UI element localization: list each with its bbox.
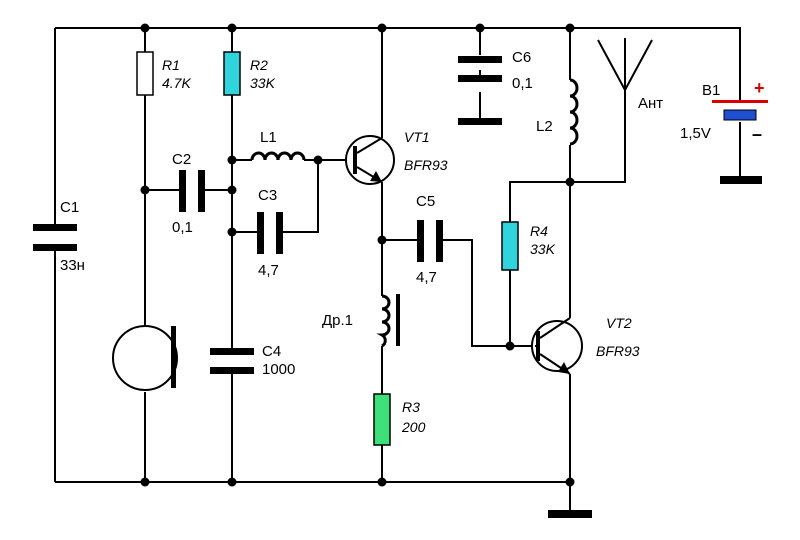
b1-ref-label: B1 — [702, 82, 720, 99]
junction-dots — [140, 23, 575, 487]
microphone[interactable] — [112, 325, 178, 391]
junction-dot — [227, 227, 237, 237]
dr1-ref-label: Др.1 — [322, 312, 353, 329]
l1-ref-label: L1 — [260, 129, 277, 146]
junction-dot — [565, 177, 575, 187]
vt1-transistor-icon — [345, 135, 395, 185]
junction-dot — [227, 185, 237, 195]
vt2-transistor-icon — [531, 320, 583, 372]
c2-value-label: 0,1 — [172, 219, 193, 236]
dr1-coil-icon — [376, 294, 391, 348]
r4-wire — [509, 181, 570, 346]
c5-ref-label: C5 — [416, 193, 435, 210]
r4-body — [501, 221, 519, 271]
transistor-vt1[interactable]: VT1 BFR93 — [345, 129, 448, 185]
inductor-l1[interactable]: L1 — [250, 129, 306, 161]
top-rail-wire — [55, 27, 741, 100]
junction-dot — [227, 23, 237, 33]
c4-ref-label: C4 — [262, 343, 281, 360]
r3-value-label: 200 — [401, 419, 426, 435]
junction-dot — [313, 155, 323, 165]
c4-value-label: 1000 — [262, 361, 295, 378]
antenna-icon — [597, 38, 653, 91]
c5-value-label: 4,7 — [416, 269, 437, 286]
junction-dot — [140, 23, 150, 33]
junction-dot — [565, 23, 575, 33]
l2-ref-label: L2 — [536, 118, 553, 135]
junction-dot — [227, 155, 237, 165]
l2-coil-icon — [569, 78, 579, 146]
battery-minus-plate — [723, 109, 757, 121]
antenna-label: Ант — [638, 95, 663, 112]
capacitor-c1[interactable]: C1 33н — [33, 199, 85, 274]
battery-minus-sign: – — [752, 124, 762, 144]
capacitor-c5[interactable]: C5 4,7 — [416, 193, 443, 286]
vt1-ref-label: VT1 — [404, 129, 430, 145]
c6-value-label: 0,1 — [512, 75, 533, 92]
resistor-r3[interactable]: R3 200 — [373, 393, 426, 446]
c1-ref-label: C1 — [60, 199, 79, 216]
vt2-type-label: BFR93 — [596, 343, 640, 359]
r2-value-label: 33K — [250, 75, 276, 91]
junction-dot — [377, 235, 387, 245]
capacitor-c6[interactable]: C6 0,1 — [458, 49, 533, 125]
vt2-ref-label: VT2 — [606, 315, 632, 331]
junction-dot — [377, 23, 387, 33]
r3-body — [373, 393, 391, 446]
r2-ref-label: R2 — [250, 57, 268, 73]
battery-plus-sign: + — [754, 78, 765, 98]
junction-dot — [140, 477, 150, 487]
resistor-r4[interactable]: R4 33K — [501, 221, 556, 271]
antenna-wire — [570, 90, 626, 183]
r4-value-label: 33K — [530, 241, 556, 257]
capacitor-c4[interactable]: C4 1000 — [210, 343, 295, 378]
resistor-r1[interactable]: R1 4.7K — [136, 51, 191, 96]
c1-value-label: 33н — [60, 257, 85, 274]
r3-ref-label: R3 — [402, 399, 420, 415]
transistor-vt2[interactable]: VT2 BFR93 — [531, 315, 640, 375]
capacitor-c2[interactable]: C2 0,1 — [172, 151, 205, 236]
junction-dot — [227, 477, 237, 487]
c3-ref-label: C3 — [258, 187, 277, 204]
antenna[interactable]: Ант — [597, 38, 663, 112]
junction-dot — [505, 341, 515, 351]
battery-plus-plate — [712, 100, 768, 103]
vt1-type-label: BFR93 — [404, 157, 448, 173]
r2-body — [223, 51, 241, 96]
r1-ref-label: R1 — [162, 57, 180, 73]
r4-ref-label: R4 — [530, 223, 548, 239]
ground-icon — [720, 176, 762, 184]
inductor-l2[interactable]: L2 — [536, 78, 579, 146]
c2-ref-label: C2 — [172, 151, 191, 168]
l1-coil-icon — [250, 151, 306, 161]
junction-dot — [565, 477, 575, 487]
c6-ref-label: C6 — [512, 49, 531, 66]
b1-value-label: 1,5V — [680, 125, 711, 142]
junction-dot — [377, 477, 387, 487]
c3-value-label: 4,7 — [258, 262, 279, 279]
microphone-icon — [112, 325, 178, 391]
resistor-r2[interactable]: R2 33K — [223, 51, 276, 96]
ground-icon — [548, 510, 592, 518]
ground-symbols — [548, 176, 762, 518]
battery-b1[interactable]: B1 + 1,5V – — [680, 78, 768, 144]
c5-wire — [382, 239, 535, 347]
r1-value-label: 4.7K — [162, 75, 191, 91]
junction-dot — [140, 185, 150, 195]
r1-body — [136, 51, 154, 96]
capacitor-c3[interactable]: C3 4,7 — [257, 187, 283, 279]
junction-dot — [475, 23, 485, 33]
choke-dr1[interactable]: Др.1 — [322, 294, 400, 348]
